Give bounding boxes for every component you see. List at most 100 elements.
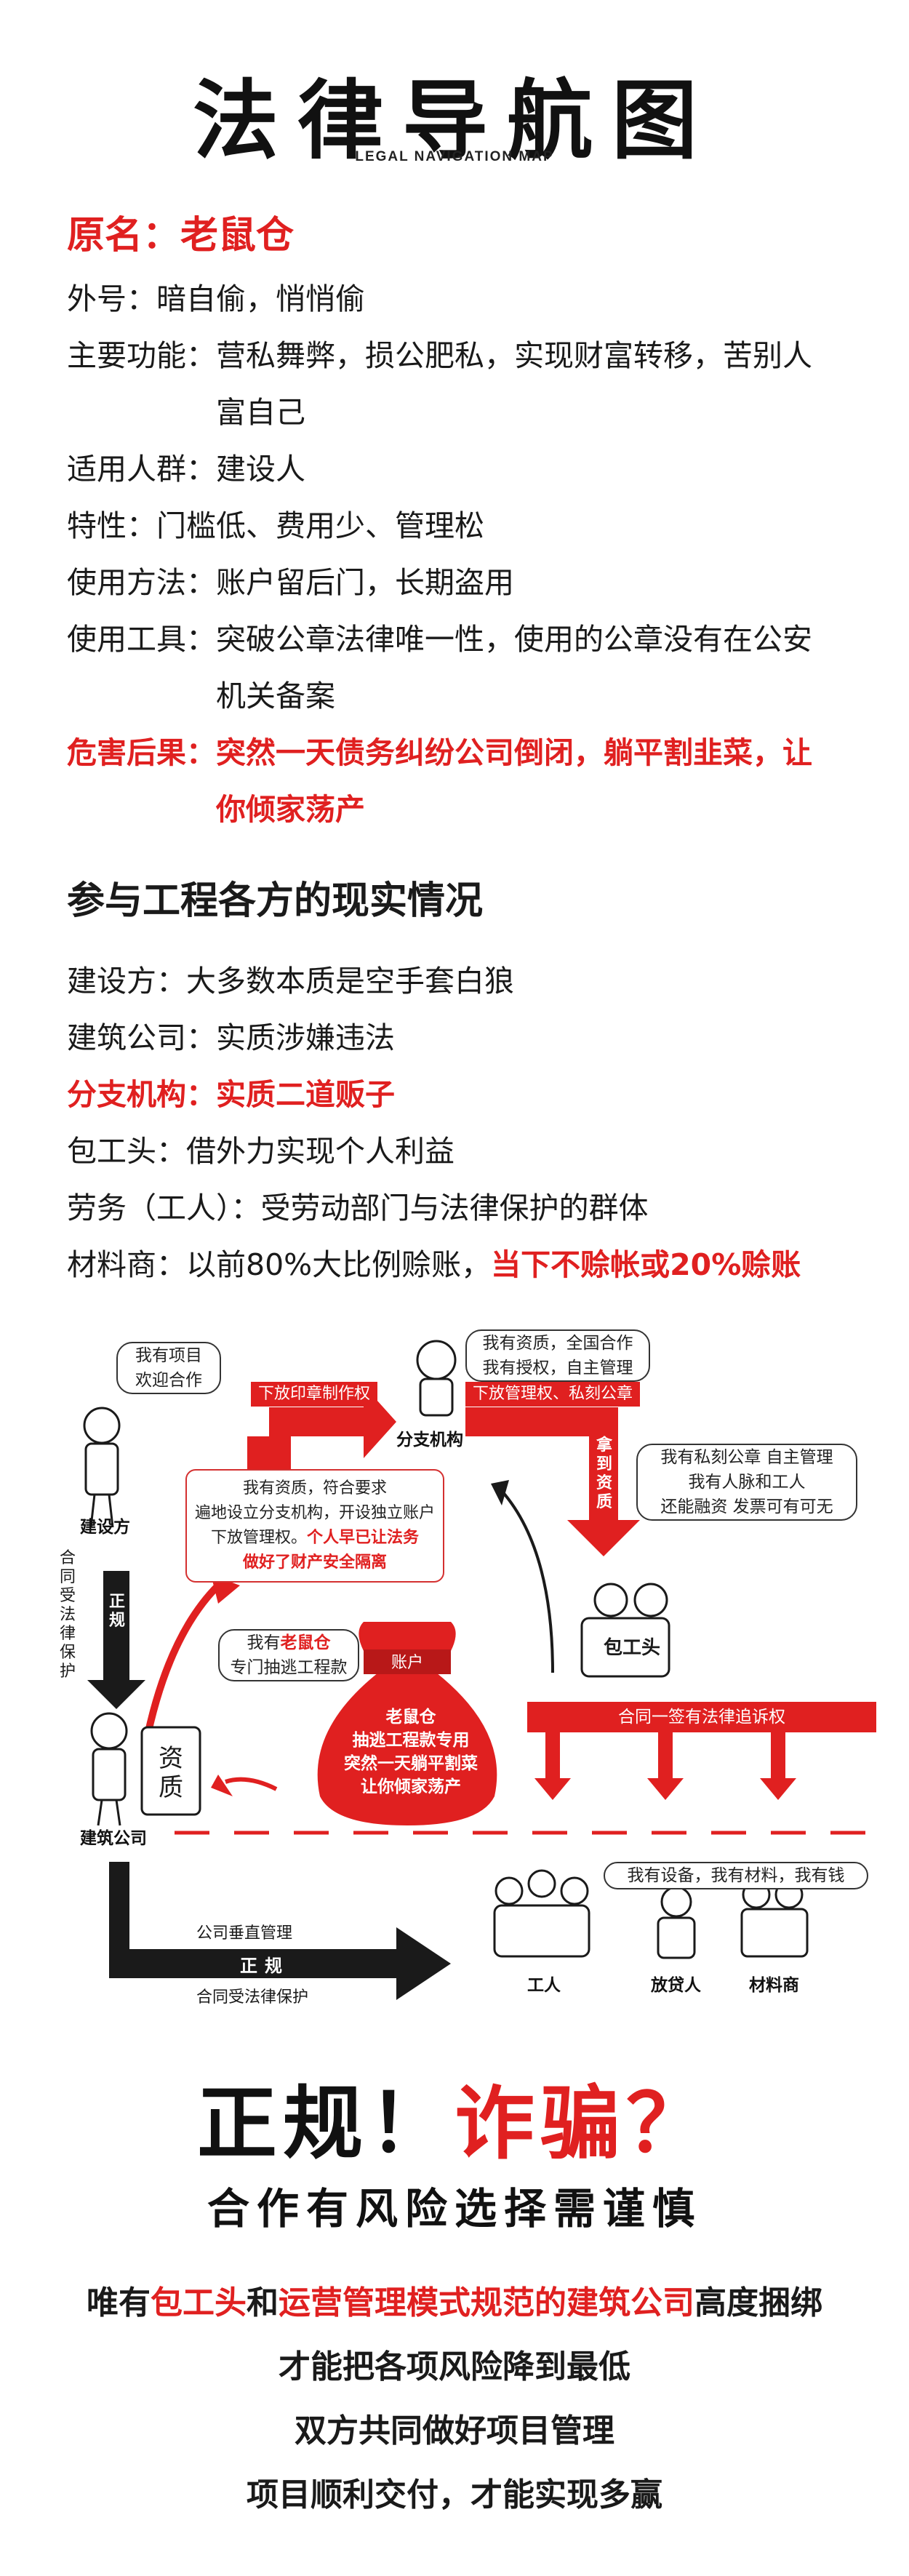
row-value-block: 突破公章法律唯一性，使用的公章没有在公安机关备案 (216, 611, 812, 724)
bubble-line: 我有私刻公章 自主管理 (660, 1448, 833, 1467)
builder-figure-icon (83, 1407, 121, 1528)
bubble-line: 专门抽逃工程款 (230, 1658, 348, 1677)
profile-row-audience: 适用人群：建设人 (67, 441, 305, 497)
parties-heading: 参与工程各方的现实情况 (67, 879, 484, 923)
rat-to-quals-head (211, 1775, 233, 1796)
legit-label: 正规 (240, 1956, 289, 1976)
legit-vertical: 正规 (108, 1593, 125, 1630)
branch-curve (142, 1583, 221, 1746)
closing-line-2: 才能把各项风险降到最低 (279, 2348, 630, 2385)
bubble-line: 我有资质，全国合作 (482, 1334, 633, 1353)
row-value: 以前80%大比例赊账， (186, 1247, 492, 1282)
closing-text: 唯有 (87, 2284, 151, 2321)
closing-text: 和 (247, 2284, 279, 2321)
return-curve (500, 1489, 554, 1673)
workers-figure-icon (493, 1869, 590, 1958)
supplier-label: 材料商 (749, 1976, 799, 1995)
row-key: 外号： (67, 281, 156, 316)
take-quals-vertical: 拿到资质 (596, 1436, 612, 1511)
row-key: 分支机构： (67, 1077, 216, 1112)
branch-box: 我有资质，符合要求 遍地设立分支机构，开设独立账户 下放管理权。个人早已让法务 … (185, 1469, 444, 1583)
slogan-legit: 正规！ (197, 2077, 454, 2170)
bag-tie (364, 1649, 451, 1674)
contract-protected-label: 合同受法律保护 (196, 1988, 309, 2007)
row-key: 材料商： (67, 1247, 186, 1282)
company-figure-icon (90, 1712, 128, 1826)
row-key: 使用方法： (67, 565, 216, 600)
page-subtitle: LEGAL NAVIGATION MAP (355, 149, 554, 164)
rat-bubble: 我有老鼠仓 专门抽逃工程款 (218, 1629, 359, 1681)
row-value: 营私舞弊，损公肥私，实现财富转移，苦别人 (216, 338, 812, 373)
closing-line-1: 唯有包工头和运营管理模式规范的建筑公司高度捆绑 (0, 2276, 909, 2323)
row-value-cont: 你倾家荡产 (216, 792, 365, 827)
closing-text: 高度捆绑 (694, 2284, 822, 2321)
foreman-figure-icon (580, 1583, 670, 1678)
vertical-mgmt-label: 公司垂直管理 (196, 1924, 293, 1943)
row-value-cont: 机关备案 (216, 679, 335, 713)
bubble-line: 我有老鼠仓 (220, 1631, 358, 1655)
contract-bar (527, 1702, 876, 1732)
return-curve-head (491, 1480, 509, 1505)
foreman-bubble: 我有私刻公章 自主管理 我有人脉和工人 还能融资 发票可有可无 (636, 1444, 857, 1521)
contract-arrow-1 (534, 1732, 571, 1800)
bag-line: 老鼠仓 (385, 1708, 436, 1727)
contract-arrow-2 (647, 1732, 684, 1800)
bag-line: 抽逃工程款专用 (352, 1731, 470, 1750)
workers-label: 工人 (527, 1976, 561, 1995)
bubble-line: 我有项目 (135, 1346, 202, 1365)
seal-down-arrow (247, 1385, 396, 1491)
party-row-company: 建筑公司：实质涉嫌违法 (67, 1009, 395, 1066)
profile-row-function: 主要功能：营私舞弊，损公肥私，实现财富转移，苦别人富自己 (67, 327, 812, 441)
bubble-line: 我有授权，自主管理 (482, 1359, 633, 1377)
slogan-fraud: 诈骗？ (454, 2077, 712, 2170)
row-value-cont: 富自己 (216, 395, 305, 430)
rat-bag-text: 老鼠仓 抽逃工程款专用 突然一天躺平割菜 让你倾家荡产 (327, 1705, 494, 1799)
profile-name-value: 老鼠仓 (180, 214, 295, 257)
row-key: 使用工具： (67, 622, 216, 657)
contract-arrow-3 (760, 1732, 796, 1800)
lender-figure-icon (657, 1886, 696, 1959)
seal-down-tag: 下放印章制作权 (251, 1382, 378, 1407)
profile-name-label: 原名： (67, 214, 181, 257)
money-bag-icon (317, 1622, 497, 1825)
row-key: 建设方： (67, 964, 186, 999)
bubble-text: 我有 (247, 1633, 281, 1652)
party-row-branch: 分支机构：实质二道贩子 (67, 1066, 395, 1123)
row-value: 实质涉嫌违法 (216, 1020, 395, 1055)
flow-diagram (83, 1340, 887, 2000)
contract-protected-vertical: 合同受法律保护 (59, 1549, 76, 1681)
row-key: 包工头： (67, 1134, 186, 1169)
row-key: 危害后果： (67, 735, 216, 770)
box-line-red: 做好了财产安全隔离 (242, 1553, 387, 1572)
party-row-foreman: 包工头：借外力实现个人利益 (67, 1123, 454, 1180)
row-value: 借外力实现个人利益 (186, 1134, 454, 1169)
row-value-block: 营私舞弊，损公肥私，实现财富转移，苦别人富自己 (216, 327, 812, 441)
profile-row-harm: 危害后果：突然一天债务纠纷公司倒闭，躺平割韭菜，让你倾家荡产 (67, 724, 812, 838)
row-value: 门槛低、费用少、管理松 (156, 508, 484, 543)
mgmt-down-arrow (465, 1407, 640, 1556)
profile-row-usage: 使用方法：账户留后门，长期盗用 (67, 554, 514, 611)
supplier-bubble: 我有设备，我有材料，我有钱 (604, 1862, 868, 1889)
profile-name: 原名：老鼠仓 (67, 207, 294, 264)
foreman-label: 包工头 (604, 1637, 661, 1659)
branch-label: 分支机构 (396, 1431, 463, 1449)
party-row-supplier: 材料商：以前80%大比例赊账，当下不赊帐或20%赊账 (67, 1236, 801, 1293)
slogan-main: 正规！诈骗？ (0, 2058, 909, 2175)
builder-label: 建设方 (80, 1518, 130, 1537)
profile-row-tools: 使用工具：突破公章法律唯一性，使用的公章没有在公安机关备案 (67, 611, 812, 724)
bubble-line: 还能融资 发票可有可无 (660, 1497, 833, 1516)
bubble-line: 我有人脉和工人 (688, 1473, 806, 1492)
row-value: 实质二道贩子 (216, 1077, 395, 1112)
row-key: 劳务（工人）： (67, 1191, 261, 1225)
bubble-text-red: 老鼠仓 (280, 1633, 331, 1652)
row-value: 大多数本质是空手套白狼 (186, 964, 514, 999)
row-key: 特性： (67, 508, 156, 543)
vertical-mgmt-arrow (109, 1862, 451, 2000)
box-line: 我有资质，符合要求 (242, 1479, 387, 1497)
company-label: 建筑公司 (80, 1829, 147, 1848)
row-key: 适用人群： (67, 452, 216, 487)
lender-label: 放贷人 (651, 1976, 701, 1995)
bubble-line: 欢迎合作 (135, 1371, 202, 1390)
builder-bubble: 我有项目 欢迎合作 (116, 1342, 221, 1394)
row-value: 账户留后门，长期盗用 (216, 565, 514, 600)
